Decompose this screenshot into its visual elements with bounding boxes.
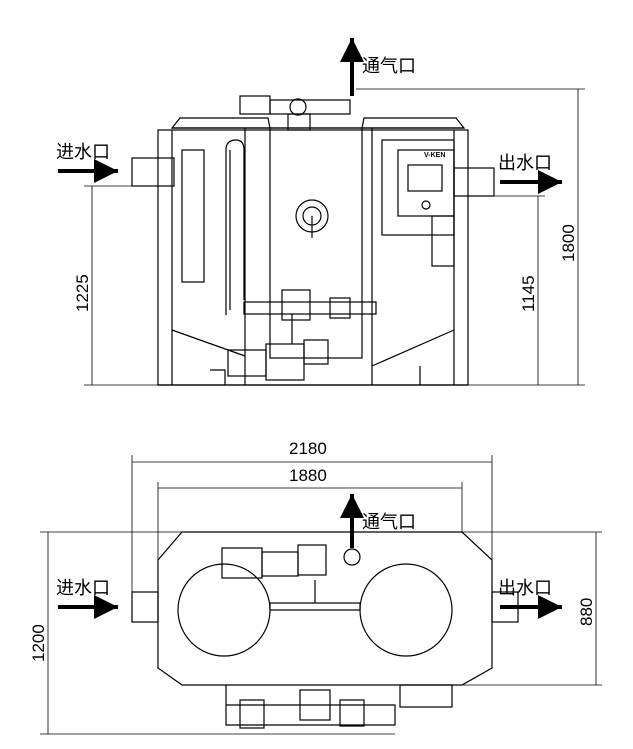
inlet-baffle [181, 149, 205, 283]
center-column [269, 127, 363, 359]
top-arrows [58, 494, 562, 619]
top-lid-left [170, 117, 271, 129]
outlet-box-top [399, 684, 453, 708]
bottom-valve-1 [239, 699, 265, 729]
control-screen [407, 164, 443, 192]
top-pump-valve [297, 544, 327, 576]
dim-1880-label: 1880 [289, 466, 327, 485]
top-lid-right [361, 117, 466, 129]
dim-880-label: 880 [577, 597, 596, 626]
pump-valve [303, 339, 329, 365]
pump-motor [265, 343, 305, 381]
front-view [131, 95, 495, 386]
front-water-inlet-label: 进水口 [56, 142, 110, 163]
pump-body [227, 349, 267, 377]
top-valve-pipe [269, 99, 351, 115]
connecting-pipe [269, 602, 361, 611]
top-valve-body [239, 95, 271, 115]
dim-1200-label: 1200 [29, 624, 48, 662]
control-panel [397, 149, 455, 217]
outlet-riser [431, 215, 455, 267]
top-pump-body [261, 551, 299, 577]
top-pump-motor [221, 547, 263, 579]
inlet-pipe [131, 157, 175, 187]
bottom-valve-3 [339, 699, 365, 727]
brand-label: V-KEN [424, 152, 446, 159]
outlet-pipe [453, 167, 495, 197]
tank-outline [157, 531, 493, 686]
air-outlet-port [343, 548, 361, 566]
front-arrows [58, 38, 562, 194]
inlet-stub [131, 591, 159, 623]
bottom-pipe [225, 685, 396, 726]
dim-1800-label: 1800 [559, 224, 578, 262]
front-water-outlet-label: 出水口 [498, 153, 552, 174]
top-dimensions [40, 455, 602, 735]
top-valve-riser [287, 113, 311, 131]
top-air-outlet-label: 通气口 [362, 512, 416, 533]
vent-pipe [225, 139, 245, 315]
dim-1225-label: 1225 [73, 274, 92, 312]
hopper-bottom [171, 329, 455, 385]
top-water-outlet-label: 出水口 [498, 578, 552, 599]
right-chamber [359, 563, 453, 657]
top-valve-wheel [289, 98, 307, 116]
control-knob [421, 200, 431, 210]
front-dimensions [84, 88, 585, 386]
front-air-outlet-label: 通气口 [362, 56, 416, 77]
bottom-valve-2 [299, 689, 331, 721]
top-water-inlet-label: 进水口 [56, 578, 110, 599]
top-view [131, 531, 519, 729]
dim-2180-label: 2180 [289, 439, 327, 458]
dim-1145-label: 1145 [519, 275, 538, 312]
mid-valve-body [281, 289, 311, 321]
mid-check-valve [329, 297, 351, 319]
